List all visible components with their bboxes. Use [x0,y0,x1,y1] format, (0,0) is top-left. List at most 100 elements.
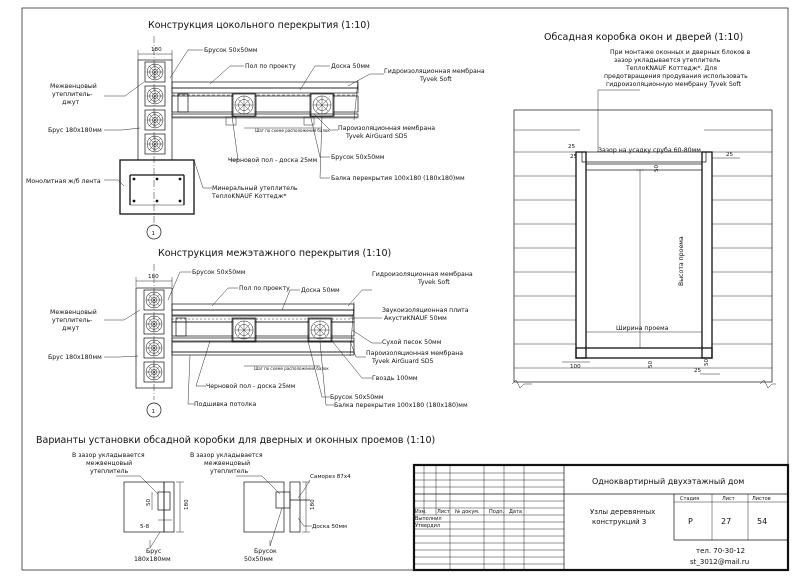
frame-note-2: зазор укладывается утеплитель [614,57,721,64]
s3l-note-1: В зазор укладывается [72,452,145,459]
s3r-screw: Саморез 87х4 [310,474,351,480]
s2-label-jute-2: утеплитель- [52,317,92,324]
frame-d25d: 25 [694,368,702,374]
s3r-bar-1: Брусок [254,548,277,555]
s1-floor-finish [171,81,359,89]
frame-head [585,163,703,171]
frame-d25b: 25 [570,154,578,160]
s1-rough-floor [171,113,359,118]
s1-log-ring [144,61,166,83]
stamp-col-sign: Подп. [489,509,505,515]
s1-label-mineral-1: Минеральный утеплитель [212,184,298,192]
frame-note-1: При монтаже оконных и дверных блоков в [610,48,751,56]
frame-note-5: гидроизоляционную мембрану Tyvek Soft [606,80,742,88]
s3l-note-2: межвенцовый [86,459,132,467]
s2-label-ceiling: Подшивка потолка [194,401,256,408]
s1-dim-180: 180 [151,47,162,53]
s3r-beam [243,481,285,533]
s1-insulation [171,95,359,113]
s1-label-rough: Черновой пол - доска 25мм [228,156,318,164]
section-ground-floor: Конструкция цокольного перекрытия (1:10)… [26,20,485,240]
stamp-sheets: 54 [757,517,767,526]
s1-label-jute-2: утеплитель- [52,91,92,98]
s2-label-vapor-brand: Tyvek AirGuard SD5 [371,358,434,365]
frame-width-label: Ширина проема [616,325,669,332]
s3r-note-3: утеплитель [210,468,248,475]
s3r-dim-180: 180 [310,499,316,510]
s2-label-joist: Балка перекрытия 100х180 (180х180)мм [334,402,468,409]
s1-label-beam: Брус 180х180мм [48,127,102,134]
frame-log-lines [514,129,772,369]
stamp-h-sheet: Лист [722,496,735,502]
s3l-dim-58: 5-8 [140,524,150,530]
frame-sill [575,347,713,359]
s2-board-layer [171,309,355,316]
stamp-stage: Р [688,517,693,526]
frame-note-3: ТеплоKNAUF Коттедж*. Для [625,65,717,72]
s2-label-sound-1: Звукоизоляционная плита [382,307,469,314]
s3r-board [289,481,301,533]
stamp-email: st_3012@mail.ru [690,558,749,566]
s1-label-vapor-brand: Tyvek AirGuard SD5 [345,133,408,140]
s1-label-bar: Брусок 50х50мм [204,47,258,54]
s1-board-layer [171,87,359,94]
sheet-border [21,7,789,571]
s2-sand [171,321,355,337]
s2-label-jute-1: Межвенцовый [50,308,97,316]
section-frame-variants: Варианты установки обсадной коробки для … [36,435,435,563]
s2-axis-label: 1 [152,409,156,415]
stamp-col-doc: № докум. [455,509,480,515]
stamp-h-stage: Стадия [680,496,699,502]
s2-label-nail: Гвоздь 100мм [372,375,418,382]
s1-label-joist: Балка перекрытия 100х180 (180х180)мм [331,175,465,182]
s1-log-ring [144,133,166,155]
s2-label-bar: Брусок 50х50мм [192,269,246,276]
s1-foundation [119,159,195,215]
section2-title: Конструкция межэтажного перекрытия (1:10… [158,248,391,259]
frame-d50a: 50 [654,164,660,172]
stamp-col-izm: Изм. [415,509,427,515]
s1-log-ring [144,85,166,107]
s1-label-hydro: Гидроизоляционная мембрана [384,67,485,75]
frame-gap-label: Зазор на усадку сруба 60-80мм [598,146,701,154]
stamp-title-1: Узлы деревянных [590,508,655,516]
s2-bar [175,317,187,337]
s2-label-hydro: Гидроизоляционная мембрана [372,270,473,278]
stamp-col-list: Лист [437,509,450,515]
frame-note-4: предотвращения продувания использовать [604,73,748,80]
s1-tiny-note: Шаг по схеме расположения балок [255,128,330,133]
s3l-dim-180: 180 [184,499,190,510]
s3r-board-label: Доска 50мм [312,524,347,530]
s1-label-board: Доска 50мм [331,63,370,70]
s2-label-sand: Сухой песок 50мм [382,338,442,346]
section3-title: Варианты установки обсадной коробки для … [36,435,435,446]
s1-label-foundation: Монолитная ж/б лента [26,177,101,185]
s3l-note-3: утеплитель [90,468,128,475]
stamp-row-done: Выполнил [415,516,442,522]
s2-label-vapor: Пароизоляционная мембрана [366,349,463,357]
s2-label-jute-3: джут [62,325,80,332]
s1-axis-label: 1 [152,231,156,237]
s2-label-board: Доска 50мм [301,287,340,294]
frame-d100: 100 [570,364,581,370]
s2-rough-floor [171,337,355,342]
frame-gap [581,151,707,163]
s2-floor-finish [171,303,355,311]
frame-d25c: 25 [726,152,734,158]
title-block: Изм. Лист № докум. Подп. Дата Выполнил У… [412,463,790,572]
s1-log-ring [144,109,166,131]
stamp-row-approved: Утвердил [415,523,440,529]
s3r-bar [275,491,291,509]
frame-d50c: 50 [704,358,710,366]
section-interfloor: Конструкция межэтажного перекрытия (1:10… [48,248,473,418]
s1-label-bar2: Брусок 50х50мм [331,154,385,161]
s2-label-floor: Пол по проекту [239,285,290,292]
s3l-beam-2: 180х180мм [134,556,171,563]
s2-label-sound-2: АкустиKNAUF 50мм [384,315,447,322]
s1-joist-ring [310,93,334,117]
s3l-beam-1: Брус [146,548,162,555]
s3l-board [163,481,175,533]
s1-label-hydro-brand: Tyvek Soft [419,76,452,83]
s2-ceiling [171,351,355,356]
